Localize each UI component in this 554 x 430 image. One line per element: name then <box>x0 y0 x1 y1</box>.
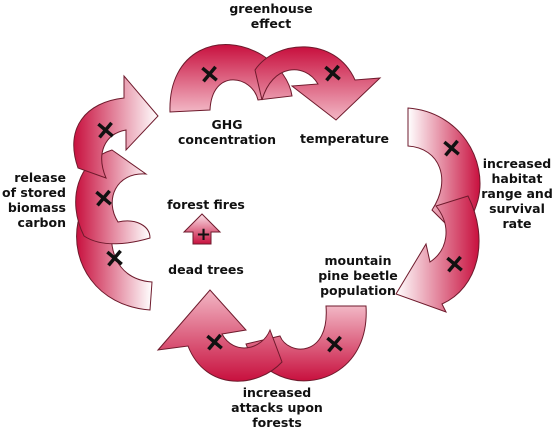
label-temperature: temperature <box>300 131 390 146</box>
label-forest-fires: forest fires <box>167 197 245 212</box>
label-carbon-release: release of stored biomass carbon <box>2 170 66 230</box>
arrow-greenhouse-right-lobe <box>254 46 382 121</box>
arrow-attacks-left-lobe <box>156 289 283 382</box>
label-ghg-concentration: GHG concentration <box>177 117 276 147</box>
arrow-greenhouse-effect <box>169 44 382 121</box>
arrow-dead-trees-to-forest-fires <box>182 213 222 245</box>
sign-dead-trees-to-fires: + <box>196 224 211 245</box>
label-forest-attacks: increased attacks upon forests <box>231 385 323 430</box>
label-greenhouse-effect: greenhouse effect <box>229 1 313 31</box>
arrow-carbon-release <box>73 74 159 311</box>
label-habitat-range: increased habitat range and survival rat… <box>481 156 553 231</box>
arrow-forest-attacks <box>156 289 367 382</box>
arrow-habitat-lower-lobe <box>395 195 480 313</box>
label-beetle-population: mountain pine beetle population <box>318 253 398 298</box>
arrow-habitat-range <box>395 107 481 313</box>
label-dead-trees: dead trees <box>168 262 244 277</box>
arrow-release-upper-lobe <box>73 74 159 179</box>
